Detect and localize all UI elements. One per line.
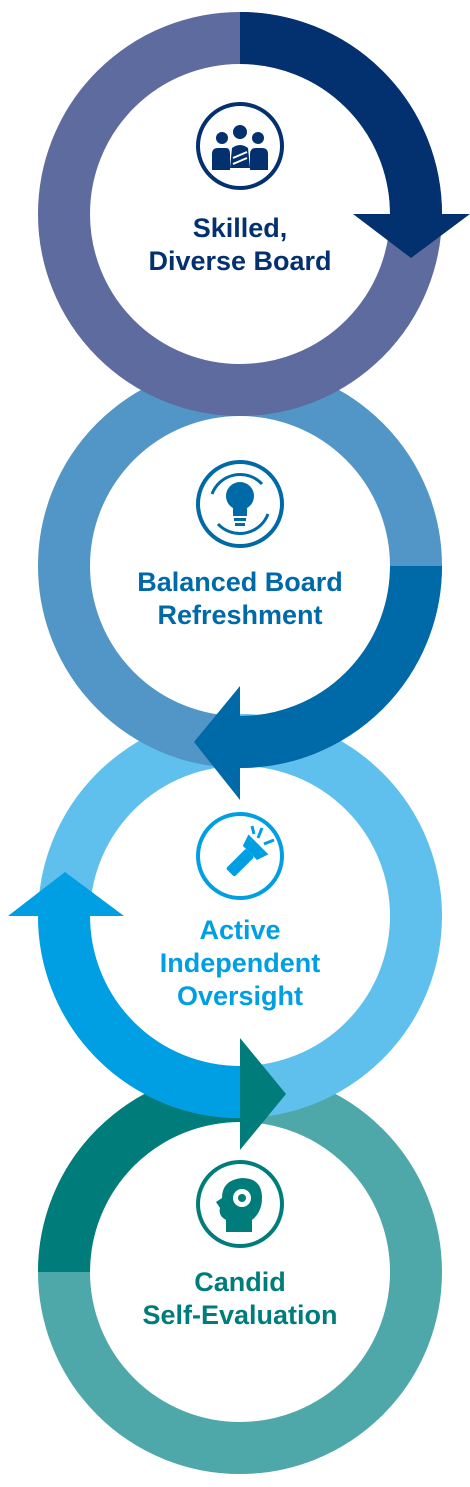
step-label-line: Independent	[159, 948, 321, 978]
step-label-line: Refreshment	[157, 600, 323, 630]
step-label-candid-self-evaluation: Candid Self-Evaluation	[90, 1266, 390, 1332]
step-label-line: Diverse Board	[148, 246, 332, 276]
ring-segment-dark	[38, 915, 241, 1118]
lightbulb-refresh-icon	[196, 460, 284, 548]
ring-segment-dark	[38, 1070, 241, 1273]
flashlight-icon	[196, 812, 284, 900]
step-label-line: Balanced Board	[137, 567, 343, 597]
step-label-skilled-diverse-board: Skilled, Diverse Board	[90, 212, 390, 278]
step-label-line: Candid	[194, 1267, 286, 1297]
ring-segment-dark	[239, 565, 442, 768]
step-label-line: Oversight	[176, 981, 304, 1011]
step-label-line: Active	[199, 915, 281, 945]
arrow-left-icon	[194, 686, 240, 800]
step-label-active-independent-oversight: Active Independent Oversight	[90, 914, 390, 1013]
arrow-up-icon	[8, 872, 124, 916]
ring-segment-dark	[239, 12, 442, 215]
step-label-line: Self-Evaluation	[142, 1300, 338, 1330]
step-label-balanced-board-refreshment: Balanced Board Refreshment	[90, 566, 390, 632]
head-gear-icon	[196, 1160, 284, 1248]
board-members-icon	[196, 102, 284, 190]
arrow-right-icon	[240, 1038, 286, 1150]
step-label-line: Skilled,	[192, 213, 288, 243]
arrow-down-icon	[353, 214, 470, 258]
